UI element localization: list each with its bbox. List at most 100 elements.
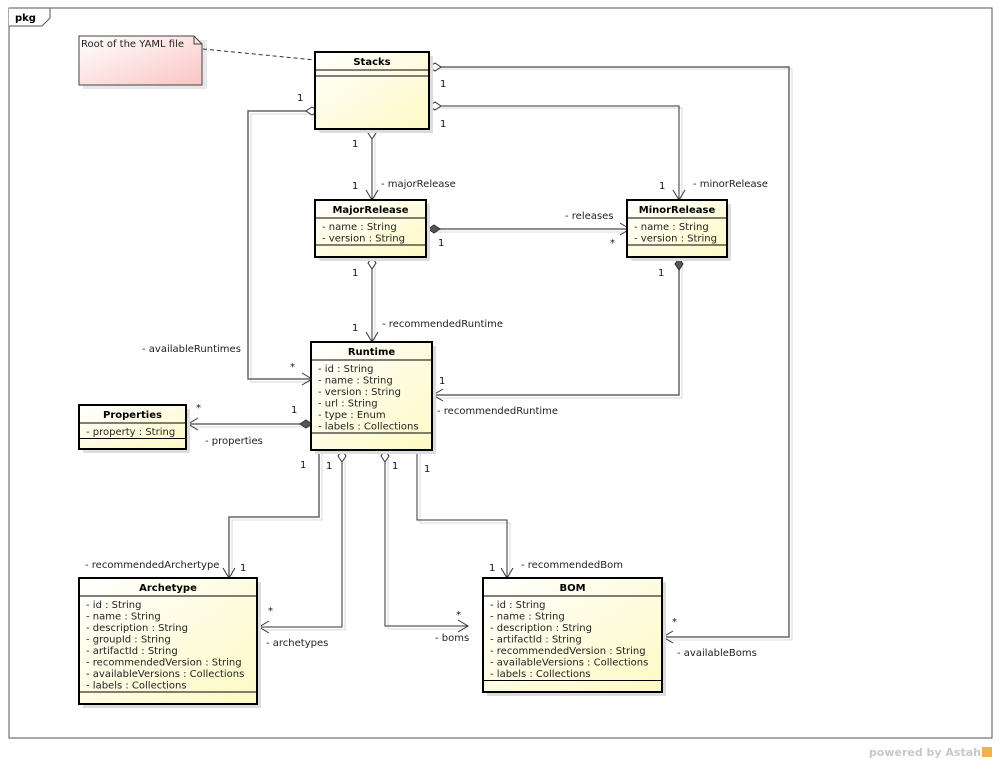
- multiplicity-label: 1: [440, 119, 446, 130]
- connectors: [187, 62, 793, 644]
- class-attribute: - description : String: [490, 623, 592, 634]
- multiplicity-label: 1: [489, 563, 495, 574]
- class-attribute: - artifactId : String: [86, 646, 178, 657]
- role-label: - availableRuntimes: [142, 344, 241, 355]
- multiplicity-label: *: [196, 403, 201, 414]
- class-attribute: - name : String: [318, 376, 393, 387]
- role-label: - recommendedArchertype: [85, 560, 219, 571]
- arrowhead-icon: [457, 619, 469, 633]
- class-name: MinorRelease: [639, 205, 716, 216]
- multiplicity-label: 1: [352, 181, 358, 192]
- role-label: - minorRelease: [693, 179, 768, 190]
- association-line-runtime-archetypes[interactable]: [259, 452, 343, 628]
- multiplicity-label: *: [672, 617, 677, 628]
- association-line-stacks-boms[interactable]: [437, 66, 790, 638]
- class-attribute: - availableVersions : Collections: [490, 658, 648, 669]
- class-runtime[interactable]: Runtime - id : String- name : String- ver…: [310, 341, 436, 454]
- role-labels: - majorRelease - minorRelease - availabl…: [85, 179, 768, 659]
- association-line-stacks-minor[interactable]: [437, 105, 680, 200]
- class-minor-release[interactable]: MinorRelease - name : String- version : S…: [626, 199, 731, 261]
- class-name: Runtime: [348, 347, 396, 358]
- class-bom[interactable]: BOM - id : String- name : String- descrip…: [482, 577, 666, 696]
- class-attribute: - artifactId : String: [490, 635, 582, 646]
- role-label: - archetypes: [266, 638, 328, 649]
- association-line-runtime-boms[interactable]: [384, 452, 468, 627]
- class-attribute: - labels : Collections: [318, 422, 419, 433]
- class-attribute: - version : String: [634, 234, 717, 245]
- composition-diamond-icon: [427, 224, 441, 234]
- multiplicity-label: 1: [352, 268, 358, 279]
- class-attribute: - recommendedVersion : String: [490, 646, 646, 657]
- role-label: - recommendedRuntime: [382, 319, 503, 330]
- class-attribute: - name : String: [490, 612, 565, 623]
- class-stacks[interactable]: Stacks: [314, 51, 433, 133]
- class-attribute: - labels : Collections: [490, 669, 591, 680]
- multiplicity-label: 1: [300, 460, 306, 471]
- multiplicity-label: 1: [439, 376, 445, 387]
- multiplicity-label: 1: [326, 461, 332, 472]
- multiplicity-label: 1: [392, 461, 398, 472]
- multiplicity-label: *: [456, 610, 461, 621]
- package-frame: pkg: [8, 7, 993, 739]
- association-line-runtime-rec-archetype[interactable]: [228, 452, 320, 578]
- multiplicity-label: *: [290, 362, 295, 373]
- multiplicity-label: *: [610, 238, 615, 249]
- association-line-runtime-rec-bom[interactable]: [416, 452, 508, 578]
- composition-diamond-icon: [299, 419, 313, 429]
- class-attribute: - url : String: [318, 399, 378, 410]
- class-attribute: - type : Enum: [318, 410, 386, 421]
- note-anchor-line: [202, 48, 316, 61]
- class-attribute: - groupId : String: [86, 635, 171, 646]
- multiplicity-label: 1: [440, 79, 446, 90]
- multiplicity-label: 1: [297, 93, 303, 104]
- role-label: - properties: [205, 436, 263, 447]
- class-name: MajorRelease: [332, 205, 408, 216]
- class-name: Properties: [103, 410, 162, 421]
- class-attribute: - name : String: [322, 222, 397, 233]
- class-attribute: - id : String: [86, 600, 141, 611]
- footer-text: powered by Astah: [868, 746, 981, 759]
- role-label: - majorRelease: [381, 179, 456, 190]
- role-label: - availableBoms: [677, 648, 757, 659]
- role-label: - recommendedBom: [521, 560, 623, 571]
- class-attribute: - availableVersions : Collections: [86, 669, 244, 680]
- class-attribute: - property : String: [86, 427, 175, 438]
- role-label: - releases: [565, 211, 613, 222]
- association-line-stacks-runtimes[interactable]: [247, 110, 314, 380]
- note-text: Root of the YAML file: [81, 39, 184, 50]
- multiplicity-label: 1: [659, 181, 665, 192]
- class-name: BOM: [559, 583, 585, 594]
- class-attribute: - recommendedVersion : String: [86, 658, 242, 669]
- note-root-yaml[interactable]: Root of the YAML file: [78, 35, 207, 89]
- class-properties[interactable]: Properties - property : String: [78, 404, 190, 453]
- multiplicity-label: 1: [424, 464, 430, 475]
- class-attribute: - id : String: [490, 600, 545, 611]
- multiplicity-label: 1: [352, 139, 358, 150]
- class-attribute: - description : String: [86, 623, 188, 634]
- multiplicity-label: 1: [352, 323, 358, 334]
- multiplicity-label: 1: [291, 405, 297, 416]
- multiplicity-label: 1: [240, 563, 246, 574]
- class-name: Archetype: [139, 583, 197, 594]
- class-attribute: - name : String: [86, 612, 161, 623]
- multiplicity-labels: 1 1 1 1 1 * 1 * 1 * 1 1 1 1 1 * 1 1 1 * …: [196, 79, 677, 628]
- class-archetype[interactable]: Archetype - id : String- name : String- d…: [78, 577, 261, 708]
- role-label: - recommendedRuntime: [437, 406, 558, 417]
- class-major-release[interactable]: MajorRelease - name : String- version : S…: [314, 199, 430, 261]
- class-attribute: - version : String: [318, 387, 401, 398]
- class-attribute: - name : String: [634, 222, 709, 233]
- class-attribute: - version : String: [322, 234, 405, 245]
- multiplicity-label: *: [268, 606, 273, 617]
- multiplicity-label: 1: [658, 268, 664, 279]
- role-label: - boms: [435, 633, 469, 644]
- class-attribute: - labels : Collections: [86, 681, 187, 692]
- package-frame-tag: pkg: [15, 13, 36, 24]
- class-attribute: - id : String: [318, 364, 373, 375]
- astah-footer: powered by Astah: [869, 746, 992, 759]
- class-name: Stacks: [353, 57, 390, 68]
- multiplicity-label: 1: [438, 238, 444, 249]
- association-line-minor-runtime[interactable]: [433, 262, 680, 396]
- astah-logo-icon: [982, 747, 992, 757]
